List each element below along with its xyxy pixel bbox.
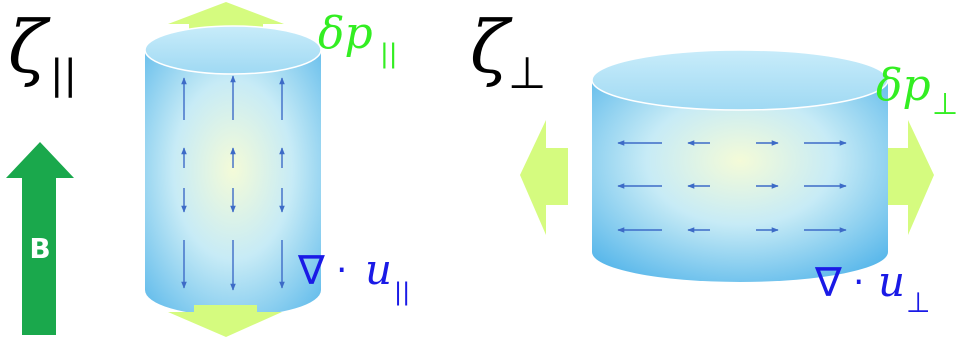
perp-pressure-arrow-left bbox=[520, 120, 568, 235]
dot-parallel-symbol: · bbox=[336, 250, 347, 291]
zeta-perp-symbol: ζ bbox=[470, 5, 513, 89]
delta-p-parallel-subscript: || bbox=[380, 39, 398, 69]
magnetic-field-label: B bbox=[29, 232, 50, 265]
parallel-flow-arrows bbox=[181, 75, 285, 291]
nabla-parallel-symbol: ∇ bbox=[297, 248, 325, 294]
u-perp-symbol: u bbox=[878, 257, 905, 306]
dot-perp-symbol: · bbox=[853, 262, 864, 303]
zeta-perp-subscript: ⊥ bbox=[508, 48, 546, 99]
u-perp-subscript: ⊥ bbox=[906, 286, 930, 319]
parallel-cylinder bbox=[144, 25, 322, 316]
zeta-parallel-symbol: ζ bbox=[8, 5, 51, 89]
u-parallel-subscript: || bbox=[394, 278, 410, 306]
delta-p-perp-label: δp bbox=[876, 60, 931, 111]
perp-flow-arrows bbox=[617, 140, 847, 233]
perp-pressure-arrow-right bbox=[884, 120, 934, 235]
delta-p-perp-subscript: ⊥ bbox=[932, 87, 958, 122]
nabla-perp-symbol: ∇ bbox=[814, 260, 842, 306]
u-parallel-symbol: u bbox=[365, 245, 392, 294]
perp-cylinder bbox=[591, 49, 889, 282]
magnetic-field-arrow bbox=[6, 142, 74, 335]
parallel-pressure-arrow-down bbox=[168, 305, 282, 337]
delta-p-parallel-label: δp bbox=[318, 8, 373, 59]
zeta-parallel-subscript: || bbox=[50, 52, 77, 98]
